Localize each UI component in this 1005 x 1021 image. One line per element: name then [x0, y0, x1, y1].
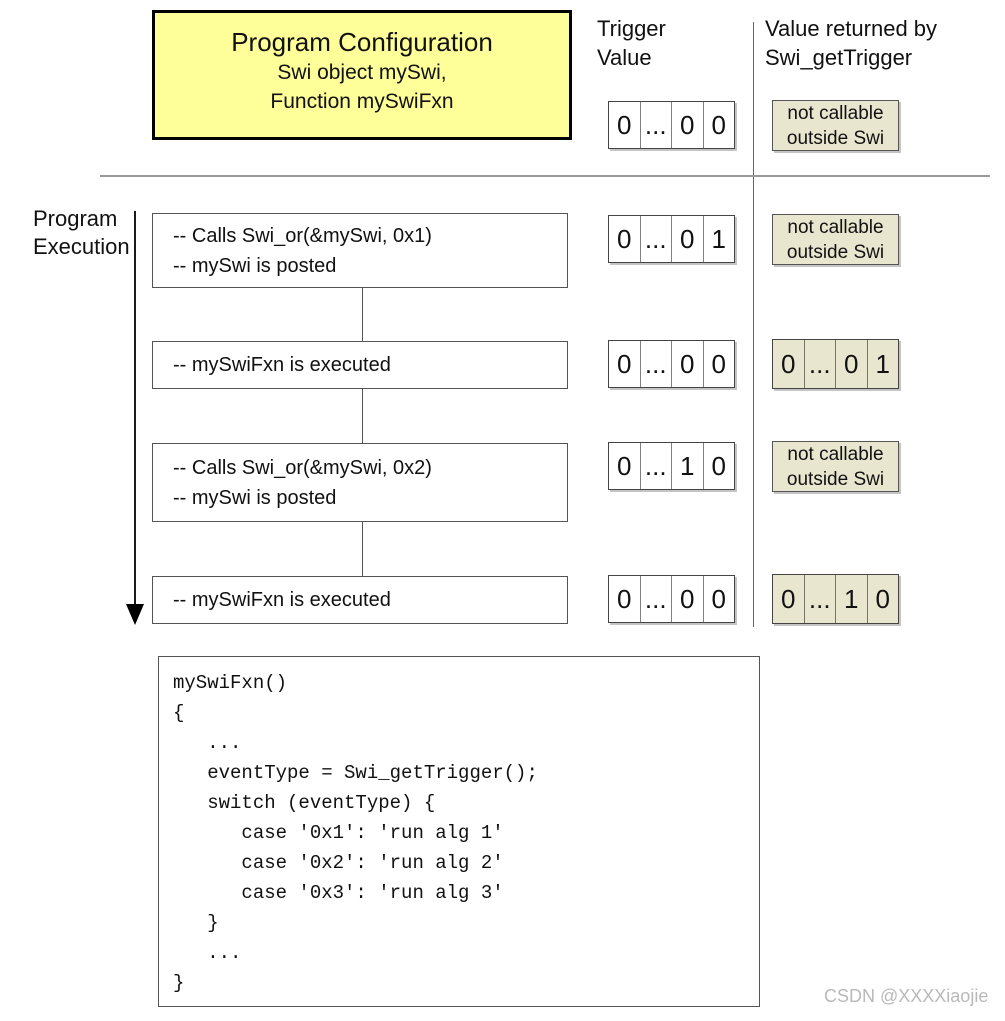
trigger-value-cells-post-0x1: 0 ... 0 1: [608, 215, 735, 263]
config-subtitle-object: Swi object mySwi,: [277, 61, 447, 84]
column-divider-line: [753, 22, 754, 627]
trigger-cell: 0: [702, 576, 735, 622]
trigger-cell: 0: [702, 102, 735, 148]
execution-step-box-post-0x2: -- Calls Swi_or(&mySwi, 0x2) -- mySwi is…: [152, 443, 568, 522]
not-callable-box: not callable outside Swi: [772, 100, 899, 151]
step-connector: [362, 288, 363, 341]
step-connector: [362, 389, 363, 443]
trigger-cell: 0: [617, 583, 632, 614]
trigger-cell: 0: [702, 341, 735, 387]
trigger-cell: ...: [639, 443, 672, 489]
value-cell: 0: [835, 340, 867, 388]
code-box: mySwiFxn() { ... eventType = Swi_getTrig…: [158, 656, 760, 1007]
value-cell: ...: [803, 575, 836, 623]
value-cell: 1: [866, 340, 899, 388]
trigger-value-cells-execute-2: 0 ... 0 0: [608, 575, 735, 623]
trigger-value-cells-post-0x2: 0 ... 1 0: [608, 442, 735, 490]
not-callable-box: not callable outside Swi: [772, 441, 899, 492]
program-execution-label: Program Execution: [33, 206, 130, 259]
trigger-cell: 0: [671, 102, 703, 148]
trigger-value-header: Trigger Value: [597, 16, 666, 70]
config-title: Program Configuration: [231, 27, 493, 57]
config-subtitle-function: Function mySwiFxn: [270, 90, 454, 113]
trigger-cell: 1: [671, 443, 703, 489]
trigger-cell: 0: [617, 450, 632, 481]
value-returned-header: Value returned by Swi_getTrigger: [765, 16, 938, 70]
execution-step-box-post-0x1: -- Calls Swi_or(&mySwi, 0x1) -- mySwi is…: [152, 213, 568, 288]
execution-step-box-execute-2: -- mySwiFxn is executed: [152, 576, 568, 624]
not-callable-box: not callable outside Swi: [772, 214, 899, 265]
trigger-cell: ...: [639, 216, 672, 262]
trigger-cell: ...: [639, 576, 672, 622]
header-separator-line: [100, 175, 990, 177]
trigger-cell: ...: [639, 102, 672, 148]
trigger-cell: 0: [702, 443, 735, 489]
execution-arrowhead-icon: [126, 604, 144, 625]
trigger-cell: 0: [617, 223, 632, 254]
trigger-cell: ...: [639, 341, 672, 387]
trigger-value-cells-execute-1: 0 ... 0 0: [608, 340, 735, 388]
step-connector: [362, 522, 363, 576]
value-cell: 0: [781, 583, 796, 614]
watermark: CSDN @XXXXiaojie: [824, 986, 989, 1006]
trigger-cell: 0: [671, 341, 703, 387]
value-cell: 0: [866, 575, 899, 623]
execution-step-box-execute-1: -- mySwiFxn is executed: [152, 341, 568, 389]
code-text: mySwiFxn() { ... eventType = Swi_getTrig…: [173, 672, 538, 994]
value-cell: 0: [781, 348, 796, 379]
trigger-cell: 0: [617, 109, 632, 140]
trigger-cell: 0: [671, 216, 703, 262]
trigger-cell: 1: [702, 216, 735, 262]
value-cell: ...: [803, 340, 836, 388]
trigger-cell: 0: [617, 348, 632, 379]
execution-arrow-line: [134, 211, 136, 605]
returned-value-cells-execute-1: 0 ... 0 1: [772, 339, 899, 389]
program-configuration-box: Program Configuration Swi object mySwi, …: [152, 10, 572, 140]
trigger-value-cells-config: 0 ... 0 0: [608, 101, 735, 149]
trigger-cell: 0: [671, 576, 703, 622]
value-cell: 1: [835, 575, 867, 623]
returned-value-cells-execute-2: 0 ... 1 0: [772, 574, 899, 624]
